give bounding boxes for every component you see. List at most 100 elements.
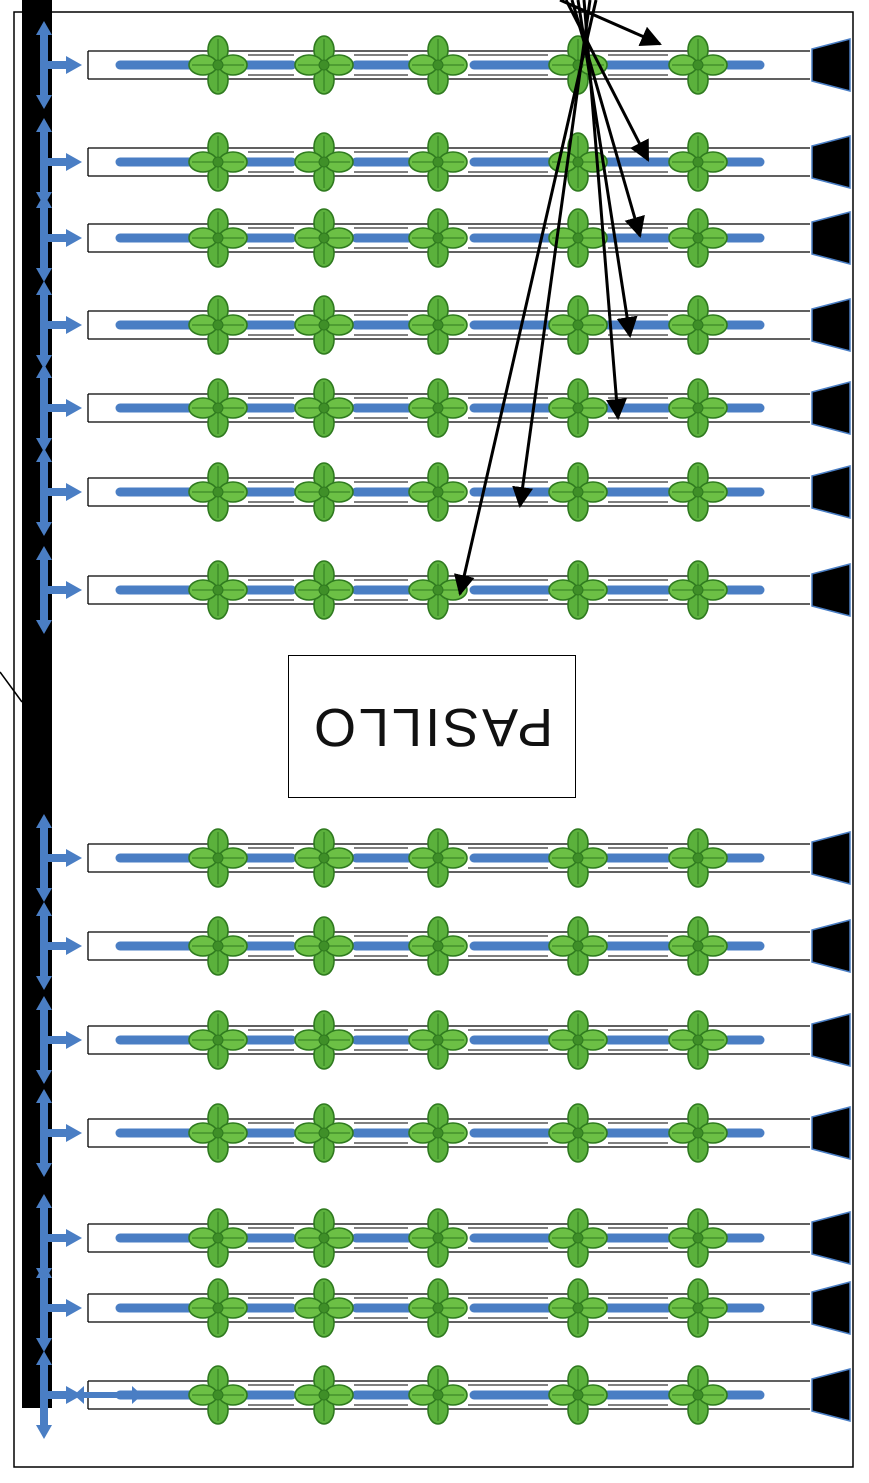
plant-icon [294, 1103, 354, 1163]
plant-icon [408, 208, 468, 268]
connector-arrow-icon [36, 1264, 52, 1278]
valve-icon [811, 465, 851, 519]
plant-icon [548, 1010, 608, 1070]
plant-icon [668, 378, 728, 438]
valve-icon [811, 1368, 851, 1422]
valve-icon [811, 1281, 851, 1335]
plant-icon [408, 295, 468, 355]
plant-icon [294, 828, 354, 888]
plant-icon [548, 462, 608, 522]
plant-icon [668, 132, 728, 192]
connector-arrow-icon [36, 355, 52, 369]
connector-arrow-icon [66, 1229, 82, 1247]
valve-icon [811, 831, 851, 885]
plant-icon [548, 295, 608, 355]
planting-row [36, 194, 851, 282]
plant-icon [408, 35, 468, 95]
plant-icon [408, 462, 468, 522]
planting-row [36, 996, 851, 1084]
connector-arrow-icon [36, 814, 52, 828]
plant-icon [294, 1365, 354, 1425]
connector-arrow-icon [36, 95, 52, 109]
connector-arrow-icon [66, 1124, 82, 1142]
plant-icon [294, 35, 354, 95]
connector-arrow-icon [36, 1089, 52, 1103]
plant-icon [668, 295, 728, 355]
plant-icon [188, 1103, 248, 1163]
connector-arrow-icon [66, 1031, 82, 1049]
plant-icon [188, 462, 248, 522]
plant-icon [188, 560, 248, 620]
plant-icon [294, 916, 354, 976]
plant-icon [548, 378, 608, 438]
connector-arrow-icon [36, 1425, 52, 1439]
valve-icon [811, 563, 851, 617]
pointer-arrow [576, 0, 638, 339]
connector-arrow-icon [66, 483, 82, 501]
plant-icon [668, 208, 728, 268]
plant-icon [408, 1010, 468, 1070]
connector-arrow-icon [36, 620, 52, 634]
connector-arrow-icon [36, 194, 52, 208]
plant-icon [668, 1010, 728, 1070]
plant-icon [188, 1208, 248, 1268]
plant-icon [294, 462, 354, 522]
plant-icon [668, 35, 728, 95]
planting-row [36, 1264, 851, 1352]
plant-icon [294, 1278, 354, 1338]
plant-icon [408, 132, 468, 192]
connector-arrow-icon [36, 546, 52, 560]
connector-arrow-icon [66, 1299, 82, 1317]
connector-arrow-icon [36, 902, 52, 916]
connector-arrow-icon [66, 581, 82, 599]
connector-arrow-icon [36, 281, 52, 295]
valve-icon [811, 1106, 851, 1160]
planting-row [36, 281, 851, 369]
plant-icon [668, 1365, 728, 1425]
planting-row [36, 364, 851, 452]
plant-icon [294, 1010, 354, 1070]
planting-row [36, 1089, 851, 1177]
plant-icon [188, 295, 248, 355]
connector-arrow-icon [66, 229, 82, 247]
plant-icon [548, 1278, 608, 1338]
plant-icon [408, 828, 468, 888]
plant-icon [408, 1365, 468, 1425]
connector-arrow-icon [36, 522, 52, 536]
connector-arrow-icon [36, 364, 52, 378]
plant-icon [548, 1365, 608, 1425]
plant-icon [294, 295, 354, 355]
valve-icon [811, 919, 851, 973]
plant-icon [668, 560, 728, 620]
plant-icon [294, 560, 354, 620]
planting-row [36, 546, 851, 634]
plant-icon [188, 35, 248, 95]
plant-icon [668, 828, 728, 888]
planting-row [36, 902, 851, 990]
pointer-arrow [582, 0, 627, 421]
connector-arrow-icon [36, 21, 52, 35]
connector-arrow-icon [66, 849, 82, 867]
connector-arrow-icon [36, 1338, 52, 1352]
valve-icon [811, 1211, 851, 1265]
aisle-label-box: PASILLO [288, 655, 576, 798]
connector-arrow-icon [66, 399, 82, 417]
connector-arrow-icon [66, 316, 82, 334]
plant-icon [188, 916, 248, 976]
planting-row [36, 448, 851, 536]
plant-icon [188, 378, 248, 438]
plant-icon [408, 1208, 468, 1268]
diagonal-line [0, 671, 23, 703]
plant-icon [548, 1103, 608, 1163]
planting-row [36, 1351, 851, 1439]
plant-icon [188, 1278, 248, 1338]
plant-icon [188, 132, 248, 192]
plant-icon [294, 1208, 354, 1268]
plant-icon [294, 378, 354, 438]
double-arrow-icon [132, 1386, 142, 1404]
connector-arrow-icon [36, 438, 52, 452]
planting-row [36, 21, 851, 109]
plant-icon [668, 462, 728, 522]
plant-icon [548, 560, 608, 620]
plant-icon [668, 916, 728, 976]
